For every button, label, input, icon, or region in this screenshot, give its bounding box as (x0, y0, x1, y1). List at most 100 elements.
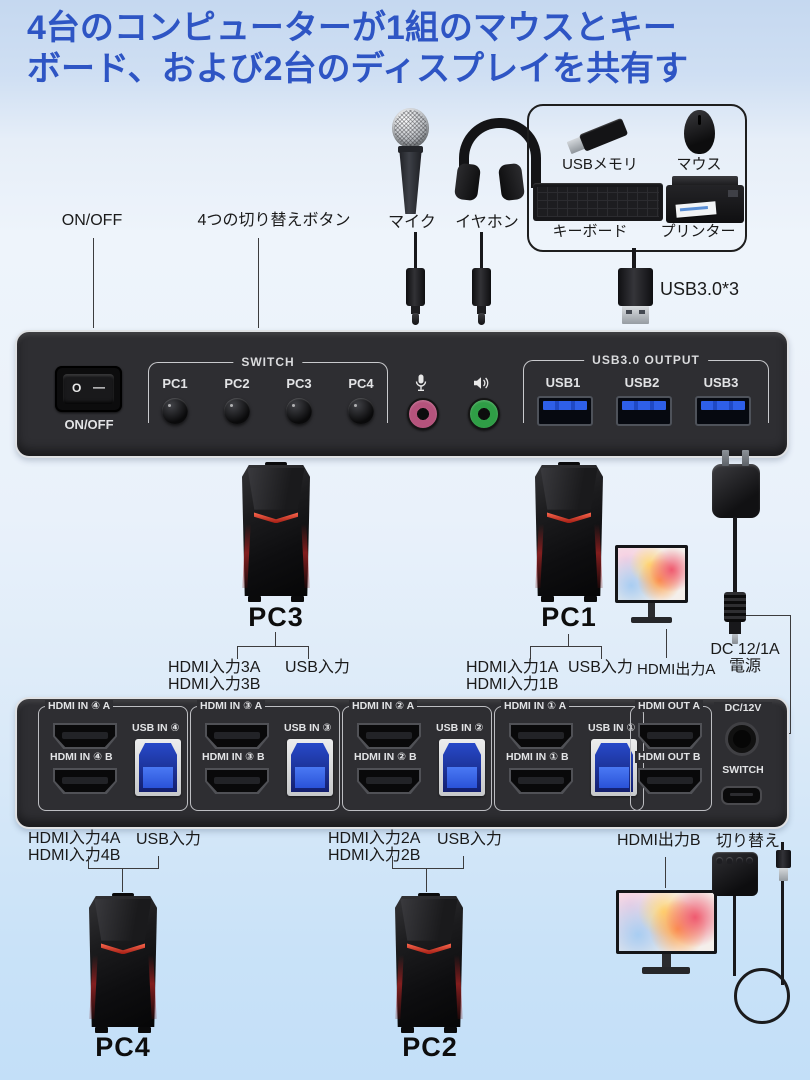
dc-barrel-ridges (724, 592, 746, 622)
usb-plug (618, 268, 653, 306)
hdmi-out-a-port (638, 723, 702, 749)
monitor-b-neck (662, 954, 671, 968)
switch-port-label: SWITCH (714, 764, 772, 776)
input-group-4: HDMI IN ④ A USB IN ④ HDMI IN ④ B (38, 700, 188, 811)
usb-in-2-label: USB IN ② (433, 722, 487, 734)
usb-in-3-port (287, 739, 333, 796)
pc2-tower-graphic (395, 893, 463, 1033)
pc4-label: PC4 (95, 1032, 151, 1062)
peripherals-group-box (527, 104, 747, 252)
usb2-port (616, 396, 672, 426)
four-switch-annotation: 4つの切り替えボタン (197, 212, 351, 229)
header-title-line1: 4台のコンピューターが1組のマウスとキー (27, 9, 677, 47)
mouse-graphic (684, 110, 715, 154)
hdmi-in-3a-port (205, 723, 269, 749)
usb-in-3-label: USB IN ③ (281, 722, 335, 734)
earphone-plug-neck (477, 306, 486, 314)
dc-route-line-top (746, 615, 791, 616)
leader-line-onoff (93, 238, 94, 328)
switch-section-bracket: SWITCH (148, 355, 388, 423)
hdmi-in-4b-label: HDMI IN ④ B (47, 751, 116, 763)
mic-ring (398, 146, 423, 153)
hdmi-in-4a-port (53, 723, 117, 749)
hdmi-out-b-annotation: HDMI出力B (617, 832, 701, 849)
headphones-graphic (459, 118, 541, 188)
power-prong-right (742, 450, 749, 466)
usb1-port (537, 396, 593, 426)
pc4-hdmi-labels: HDMI入力4A HDMI入力4B (28, 830, 120, 864)
wired-remote-graphic (712, 852, 758, 896)
keyboard-graphic (533, 183, 663, 221)
hdmi-in-2b-port (357, 768, 421, 794)
remote-usb-plug-metal (779, 868, 788, 881)
earphone-label: イヤホン (455, 214, 519, 231)
hdmi-in-2a-label: HDMI IN ② A (349, 700, 418, 712)
speaker-icon (473, 376, 491, 390)
pc4-hdmi-b-label: HDMI入力4B (28, 847, 121, 864)
hdmi-in-2a-port (357, 723, 421, 749)
pc2-usb-label: USB入力 (437, 831, 502, 848)
usb-in-1-port (591, 739, 637, 796)
microphone-graphic (392, 108, 429, 148)
monitor-a-graphic (615, 545, 688, 603)
monitor-a-neck (648, 603, 655, 618)
mic-plug-cable (414, 232, 417, 269)
dc-12v-label: DC/12V (714, 702, 772, 714)
on-off-annotation: ON/OFF (61, 212, 123, 229)
pc4-hdmi-a-label: HDMI入力4A (28, 830, 121, 847)
hdmi-in-4a-label: HDMI IN ④ A (45, 700, 114, 712)
dc-barrel-tip (732, 634, 738, 644)
usb2-label: USB2 (624, 375, 660, 390)
monitor-a-leader (666, 629, 667, 658)
remote-cable-right (781, 881, 784, 985)
usb-in-4-label: USB IN ④ (129, 722, 183, 734)
monitor-a-base (631, 617, 672, 623)
remote-usb-plug (776, 850, 791, 868)
power-adapter-graphic (712, 464, 760, 518)
input-group-3: HDMI IN ③ A USB IN ③ HDMI IN ③ B (190, 700, 340, 811)
pc1-label: PC1 (541, 602, 597, 632)
hdmi-in-4b-port (53, 768, 117, 794)
pc1-tower-graphic (535, 462, 603, 602)
pc1-hdmi-a-label: HDMI入力1A (466, 659, 559, 676)
dc-power-line2: 電源 (728, 658, 761, 675)
mic-jack (407, 398, 439, 430)
monitor-b-leader (665, 857, 666, 888)
hdmi-in-3b-port (205, 768, 269, 794)
hdmi-out-a-label: HDMI OUT A (635, 700, 704, 712)
kvm-front-panel (15, 330, 789, 458)
mic-plug (406, 268, 425, 306)
hdmi-out-b-label: HDMI OUT B (635, 751, 704, 763)
leader-line-switch (258, 238, 259, 328)
usb-plug-cable (632, 248, 636, 269)
hdmi-in-1a-label: HDMI IN ① A (501, 700, 570, 712)
mouse-label: マウス (676, 156, 722, 173)
remote-cable-loop (734, 968, 790, 1024)
keyboard-label: キーボード (552, 223, 628, 240)
headphone-cup-left (453, 162, 482, 202)
header-title-line2: ボード、および2台のディスプレイを共有す (27, 50, 689, 88)
pc2-bracket (392, 856, 464, 869)
pc3-hdmi-b-label: HDMI入力3B (168, 676, 261, 693)
usb-in-1-label: USB IN ① (585, 722, 639, 734)
printer-label: プリンター (660, 223, 736, 240)
pc4-bracket (88, 856, 159, 869)
usb1-label: USB1 (545, 375, 581, 390)
usb3-port (695, 396, 751, 426)
usb-output-bracket: USB3.0 OUTPUT (523, 353, 769, 423)
usb-in-4-port (135, 739, 181, 796)
printer-graphic (666, 176, 744, 223)
pc1-usb-label: USB入力 (568, 659, 633, 676)
usb-in-2-port (439, 739, 485, 796)
pc2-label: PC2 (402, 1032, 458, 1062)
remote-usb-cable-stub (781, 842, 784, 852)
dc-power-line1: DC 12/1A (710, 641, 780, 658)
earphone-plug (472, 268, 491, 306)
mic-plug-tip (412, 313, 419, 325)
pc1-bracket-stub (568, 634, 569, 647)
dc-power-annotation: DC 12/1A 電源 (706, 641, 784, 675)
pc1-hdmi-labels: HDMI入力1A HDMI入力1B (466, 659, 558, 693)
pc2-hdmi-a-label: HDMI入力2A (328, 830, 421, 847)
remote-cable-left (733, 896, 736, 976)
pc4-select-button (348, 398, 374, 424)
